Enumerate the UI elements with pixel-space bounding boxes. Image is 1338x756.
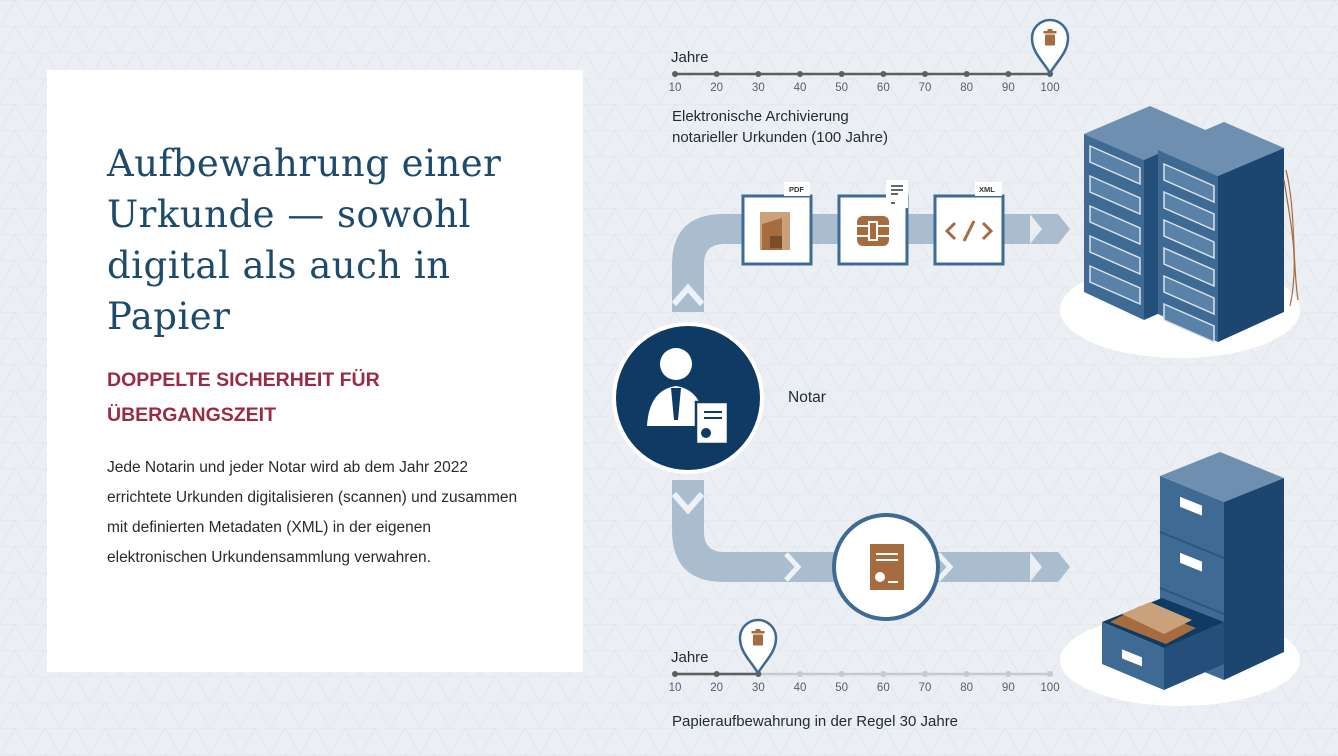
paper-timeline-tick-label: 60 [877, 682, 890, 694]
digital-timeline-tick-label: 80 [960, 82, 973, 94]
paper-caption: Papieraufbewahrung in der Regel 30 Jahre [672, 713, 958, 730]
server-slot [1089, 204, 1141, 246]
paper-timeline-tick-label: 100 [1040, 682, 1059, 694]
paper-timeline-tick-dot [838, 671, 845, 677]
paper-timeline-tick-dot [713, 671, 720, 677]
paper-timeline-tick-label: 10 [669, 682, 682, 694]
digital-timeline-tick-label: 70 [919, 82, 932, 94]
server-rack-icon [1060, 106, 1300, 358]
server-slot [1163, 302, 1215, 344]
digital-timeline-tick-dot [713, 71, 720, 77]
digital-step-chip [837, 180, 909, 266]
paper-certificate-icon [870, 544, 904, 590]
trash-icon [751, 629, 765, 646]
digital-timeline-tick-label: 60 [877, 82, 890, 94]
paper-timeline: Jahre 10 20 30 40 50 60 70 80 90 100 Papieraufbew… [669, 618, 1060, 730]
digital-timeline: Jahre 10 20 30 40 50 60 70 80 90 100 Elektronisch… [669, 18, 1070, 146]
digital-timeline-tick-dot [838, 71, 845, 77]
digital-timeline-tick-label: 40 [794, 82, 807, 94]
paper-timeline-tick-dot [672, 671, 678, 677]
card-subtitle: DOPPELTE SICHERHEIT FÜR ÜBERGANGSZEIT [107, 369, 380, 426]
server-slot [1163, 162, 1215, 204]
chip-card-icon [857, 216, 889, 246]
digital-timeline-tick-label: 90 [1002, 82, 1015, 94]
digital-axis-title: Jahre [671, 49, 709, 66]
digital-timeline-tick-label: 30 [752, 82, 765, 94]
paper-timeline-tick-label: 30 [752, 682, 765, 694]
digital-timeline-tick-label: 50 [835, 82, 848, 94]
digital-tick-group: 10 20 30 40 50 60 70 80 90 100 [669, 71, 1060, 94]
paper-timeline-tick-dot [1047, 671, 1053, 677]
notar-label: Notar [788, 389, 826, 406]
server-slot [1163, 274, 1215, 316]
down-chevron [671, 492, 705, 515]
xml-tag: XML [979, 185, 995, 194]
notary-person-icon [647, 348, 730, 446]
digital-timeline-tick-dot [963, 71, 970, 77]
server-slot [1163, 218, 1215, 260]
paper-timeline-tick-label: 50 [835, 682, 848, 694]
paper-timeline-tick-label: 20 [710, 682, 723, 694]
paper-timeline-tick-dot [797, 671, 803, 677]
paper-timeline-tick-dot [880, 671, 887, 677]
paper-timeline-tick-label: 40 [794, 682, 807, 694]
card-body-text: Jede Notarin und jeder Notar wird ab dem… [107, 459, 518, 566]
card-title: Aufbewahrung einer Urkunde — sowohl digi… [107, 142, 502, 338]
filing-cabinet-icon [1060, 452, 1300, 706]
scanned-document-icon [760, 212, 790, 250]
up-chevron [671, 283, 705, 306]
paper-timeline-tick-label: 70 [919, 682, 932, 694]
digital-timeline-tick-dot [880, 71, 887, 77]
server-slot [1089, 144, 1141, 186]
server-slot [1089, 174, 1141, 216]
digital-step-pdf: PDF [741, 182, 813, 266]
text-card: Aufbewahrung einer Urkunde — sowohl digi… [47, 70, 583, 672]
digital-timeline-tick-dot [797, 71, 803, 77]
server-slot [1089, 264, 1141, 306]
code-icon [944, 220, 994, 242]
server-slot [1089, 234, 1141, 276]
trash-icon [1043, 29, 1057, 46]
digital-caption-line1: Elektronische Archivierung [672, 108, 849, 125]
paper-timeline-tick-label: 90 [1002, 682, 1015, 694]
paper-trash-marker [738, 618, 778, 676]
paper-timeline-tick-label: 80 [960, 682, 973, 694]
digital-timeline-tick-label: 20 [710, 82, 723, 94]
paper-step [832, 513, 940, 621]
digital-trash-marker [1030, 18, 1070, 76]
digital-timeline-tick-dot [672, 71, 678, 77]
server-slot [1163, 246, 1215, 288]
digital-caption-line2: notarieller Urkunden (100 Jahre) [672, 129, 888, 146]
paper-timeline-tick-dot [922, 671, 928, 677]
digital-timeline-tick-dot [755, 71, 762, 77]
digital-timeline-tick-label: 100 [1040, 82, 1059, 94]
paper-tick-group: 10 20 30 40 50 60 70 80 90 100 [669, 671, 1060, 694]
pdf-tag: PDF [789, 185, 804, 194]
digital-timeline-tick-label: 10 [669, 82, 682, 94]
server-slot [1163, 190, 1215, 232]
paper-timeline-tick-dot [963, 671, 970, 677]
digital-timeline-tick-dot [922, 71, 928, 77]
paper-axis-title: Jahre [671, 649, 709, 666]
digital-step-xml: XML [933, 182, 1005, 266]
notar-node [612, 322, 764, 474]
paper-timeline-tick-dot [1005, 671, 1012, 677]
digital-timeline-tick-dot [1005, 71, 1012, 77]
server-slot-group [1089, 144, 1215, 344]
